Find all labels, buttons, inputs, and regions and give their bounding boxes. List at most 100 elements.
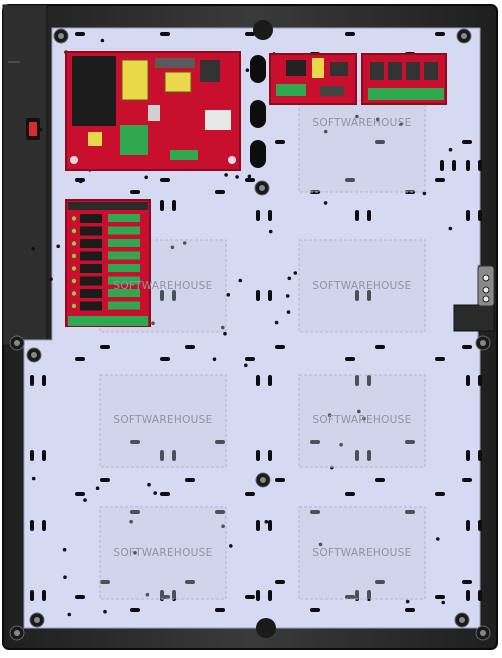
hole bbox=[153, 491, 157, 495]
slot bbox=[345, 595, 355, 599]
screw-icon bbox=[9, 625, 25, 641]
slot bbox=[130, 440, 140, 444]
slot bbox=[30, 375, 34, 386]
slot bbox=[310, 608, 320, 612]
led bbox=[71, 266, 77, 271]
slot bbox=[405, 510, 415, 514]
hole bbox=[170, 245, 175, 250]
slot bbox=[245, 32, 255, 36]
slot bbox=[466, 210, 470, 221]
hole bbox=[422, 191, 427, 196]
terminal bbox=[108, 226, 140, 235]
screw-icon bbox=[53, 28, 69, 44]
hole bbox=[221, 524, 225, 529]
slot bbox=[215, 510, 225, 514]
hole bbox=[144, 175, 148, 180]
slot bbox=[160, 492, 170, 496]
slot bbox=[185, 478, 195, 482]
slot bbox=[440, 160, 444, 171]
slot bbox=[478, 520, 482, 531]
screw-icon bbox=[26, 347, 42, 363]
hole bbox=[223, 331, 227, 336]
slot bbox=[452, 160, 456, 171]
relay bbox=[80, 264, 102, 273]
slot bbox=[355, 590, 359, 601]
hole bbox=[147, 482, 151, 487]
slot bbox=[405, 608, 415, 612]
hole bbox=[235, 175, 239, 179]
relay bbox=[80, 289, 102, 298]
slot bbox=[160, 200, 164, 211]
slot bbox=[130, 190, 140, 194]
mount-zone bbox=[99, 506, 227, 600]
slot bbox=[367, 210, 371, 221]
hole bbox=[357, 409, 361, 414]
slot bbox=[367, 290, 371, 301]
terminal bbox=[108, 251, 140, 260]
relay-board-8ch bbox=[65, 199, 151, 327]
slot bbox=[462, 478, 472, 482]
slot bbox=[42, 520, 46, 531]
hole bbox=[95, 486, 100, 491]
hole bbox=[100, 38, 105, 43]
led bbox=[71, 228, 77, 234]
mount-screws bbox=[9, 28, 491, 641]
hole bbox=[339, 442, 343, 447]
hole bbox=[323, 129, 328, 134]
hole bbox=[268, 229, 273, 234]
slot bbox=[256, 590, 260, 601]
hole bbox=[67, 612, 72, 617]
slot bbox=[405, 440, 415, 444]
slot bbox=[75, 492, 85, 496]
slot bbox=[42, 590, 46, 601]
relay bbox=[80, 276, 102, 286]
slot bbox=[478, 375, 482, 386]
slot bbox=[435, 492, 445, 496]
slot bbox=[345, 178, 355, 182]
mount-zone bbox=[99, 374, 227, 468]
hole bbox=[103, 609, 107, 614]
slot bbox=[367, 375, 371, 386]
slot bbox=[100, 580, 110, 584]
slot bbox=[160, 178, 170, 182]
slot bbox=[30, 590, 34, 601]
slot bbox=[256, 520, 260, 531]
slot bbox=[215, 608, 225, 612]
watermark-7: SOFTWAREHOUSE bbox=[312, 547, 412, 559]
hole bbox=[49, 277, 53, 281]
hole bbox=[38, 127, 43, 132]
hole bbox=[83, 498, 87, 502]
slot bbox=[245, 492, 255, 496]
led bbox=[71, 241, 77, 246]
hole bbox=[436, 537, 440, 541]
hole bbox=[56, 244, 60, 249]
led bbox=[71, 278, 77, 284]
led bbox=[71, 303, 77, 309]
relay bbox=[80, 226, 102, 236]
hole bbox=[182, 241, 187, 245]
screw-icon bbox=[255, 472, 271, 488]
slot bbox=[268, 290, 272, 301]
watermark-5: SOFTWAREHOUSE bbox=[312, 414, 412, 426]
slot bbox=[310, 510, 320, 514]
hole bbox=[151, 321, 155, 326]
slot bbox=[172, 450, 176, 461]
terminal bbox=[108, 239, 140, 247]
watermark-2: SOFTWAREHOUSE bbox=[113, 280, 213, 292]
tamper-switch bbox=[477, 265, 495, 307]
hole bbox=[133, 551, 137, 555]
slot bbox=[268, 450, 272, 461]
slot bbox=[367, 590, 371, 601]
slot bbox=[275, 345, 285, 349]
slot bbox=[172, 200, 176, 211]
slot bbox=[375, 580, 385, 584]
screw-icon bbox=[9, 335, 25, 351]
terminal bbox=[108, 301, 140, 310]
slot bbox=[30, 450, 34, 461]
hole bbox=[31, 246, 35, 251]
slot bbox=[160, 32, 170, 36]
slot bbox=[100, 345, 110, 349]
hole bbox=[355, 114, 359, 119]
slot bbox=[275, 140, 285, 144]
hole bbox=[212, 357, 217, 362]
